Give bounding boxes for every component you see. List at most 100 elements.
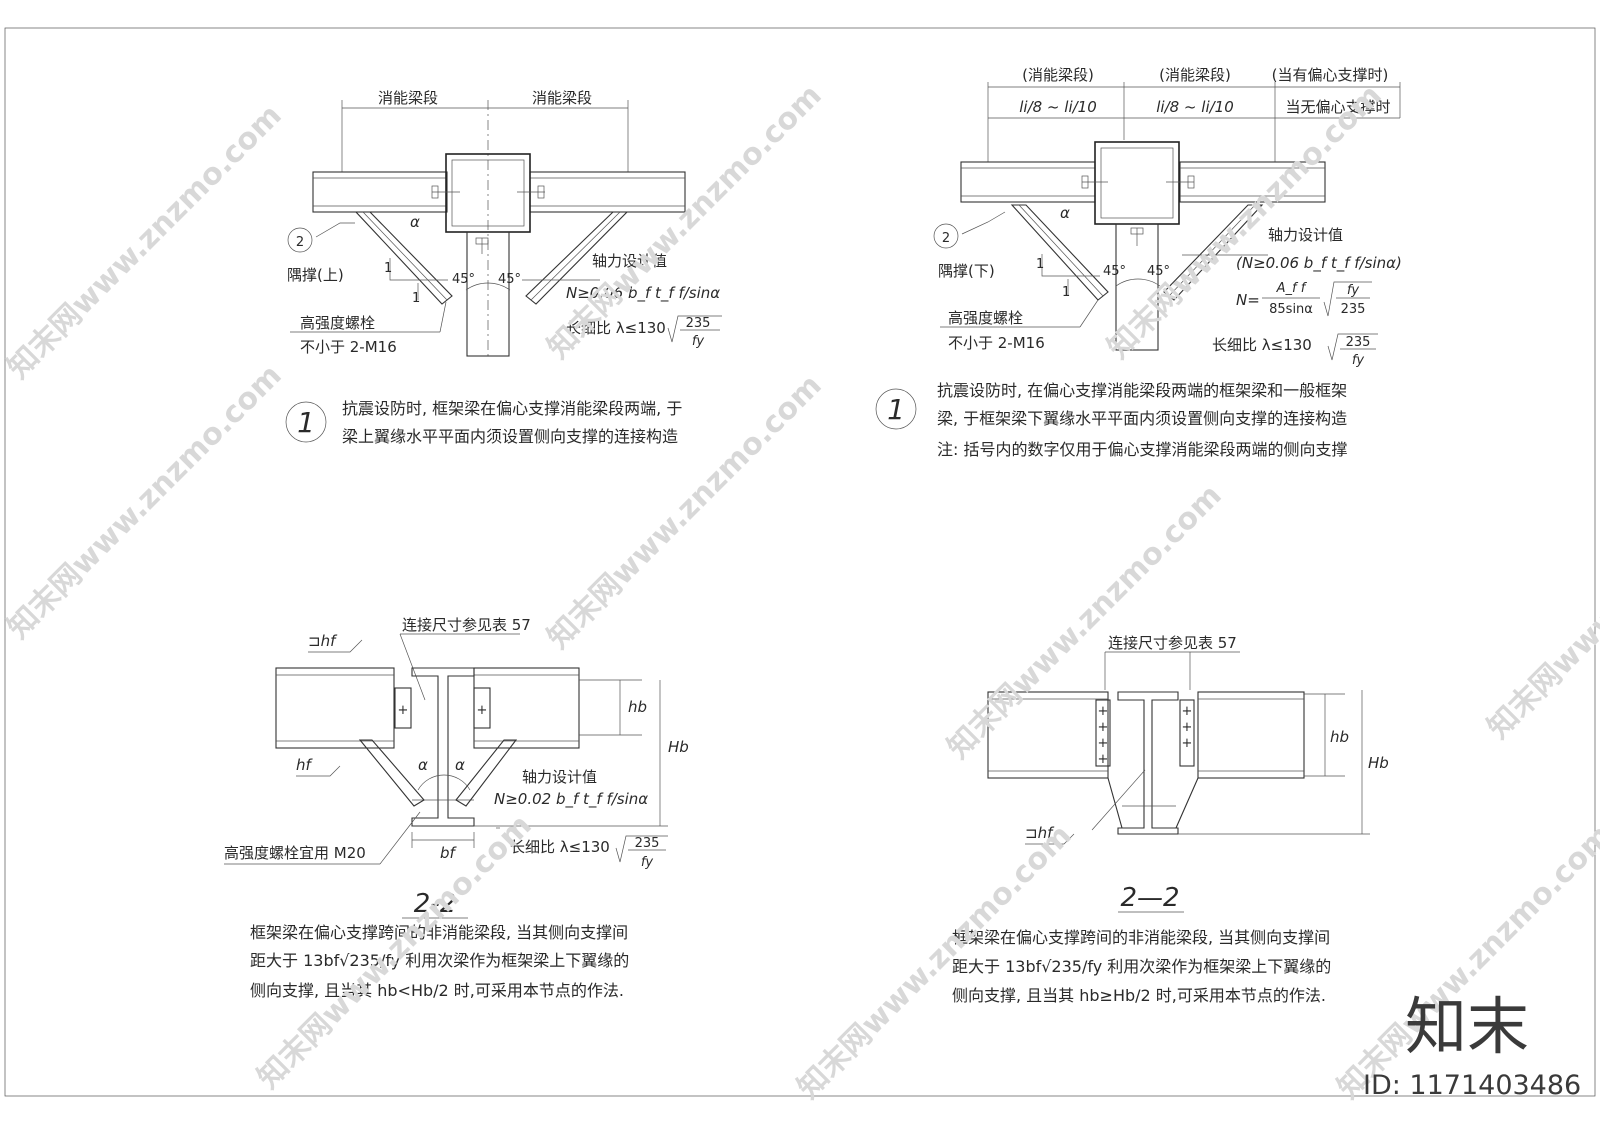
axial-formula: N≥0.02 b_f t_f f/sinα [494, 790, 648, 809]
axial-formula: N≥0.06 b_f t_f f/sinα [566, 284, 720, 303]
Hb-label: Hb [1368, 754, 1389, 772]
section-title: 2-2 [414, 889, 456, 919]
sqrt-den: fy [641, 855, 654, 870]
watermark-text: 知末网www.znzmo.com [1481, 458, 1600, 746]
section-2-2-left: 连接尺寸参见表 57 ⊐hf + + α α hf hb Hb 轴力设计值 [224, 616, 689, 1000]
slope-a: 1 [384, 261, 392, 276]
alpha: α [1060, 204, 1070, 222]
angle-right: 45° [1147, 264, 1170, 279]
dim-right: 当无偏心支撑时 [1285, 98, 1390, 116]
caption-line-1: 抗震设防时, 在偏心支撑消能梁段两端的框架梁和一般框架 [937, 381, 1347, 400]
svg-text:+: + [398, 703, 409, 718]
reference-note: 连接尺寸参见表 57 [1108, 634, 1237, 652]
bolt-label: 高强度螺栓宜用 M20 [224, 844, 366, 862]
caption-note: 注: 括号内的数字仅用于偏心支撑消能梁段两端的侧向支撑 [937, 440, 1347, 459]
axial-title: 轴力设计值 [522, 768, 597, 786]
caption-line-2: 梁, 于框架梁下翼缘水平平面内须设置侧向支撑的连接构造 [937, 409, 1347, 428]
sqrt-num: 235 [686, 316, 711, 331]
detail-marker: 2 [296, 235, 304, 250]
caption-line-2: 距大于 13bf√235/fy 利用次梁作为框架梁上下翼缘的 [250, 951, 629, 970]
dim-mid: li/8 ~ li/10 [1156, 98, 1234, 116]
svg-text:+: + [1098, 704, 1109, 719]
axial-formula-2-pre: N= [1236, 291, 1260, 309]
bolt-label-2: 不小于 2-M16 [948, 334, 1045, 352]
column-web [466, 231, 510, 357]
alpha: α [410, 213, 420, 231]
detail-number: 1 [297, 406, 315, 439]
slope-b: 1 [412, 291, 420, 306]
axial-formula-1: (N≥0.06 b_f t_f f/sinα) [1236, 254, 1402, 273]
axial-sqrt-den: 235 [1341, 302, 1366, 317]
angle-right: 45° [498, 272, 521, 287]
left-beam [275, 667, 395, 749]
slope-b: 1 [1062, 285, 1070, 300]
slenderness: 长细比 λ≤130 [566, 319, 666, 337]
slenderness: 长细比 λ≤130 [510, 838, 610, 856]
svg-text:+: + [477, 703, 488, 718]
dim-left-label: 消能梁段 [378, 89, 438, 107]
alpha-left: α [418, 756, 428, 774]
caption-line-2: 梁上翼缘水平平面内须设置侧向支撑的连接构造 [342, 427, 678, 446]
alpha-right: α [455, 756, 465, 774]
dim-left: li/8 ~ li/10 [1019, 98, 1097, 116]
angle-left: 45° [1103, 264, 1126, 279]
axial-formula-2-num: A_f f [1276, 281, 1308, 296]
svg-text:+: + [1098, 720, 1109, 735]
right-beam [1197, 691, 1305, 779]
svg-text:+: + [1182, 704, 1193, 719]
weld-top: ⊐hf [308, 632, 338, 650]
sqrt-den: fy [1352, 353, 1365, 368]
caption-line-1: 抗震设防时, 框架梁在偏心支撑消能梁段两端, 于 [342, 399, 682, 418]
detail-1-lower-flange-brace: (消能梁段) (消能梁段) (当有偏心支撑时) li/8 ~ li/10 li/… [875, 66, 1402, 459]
reference-note: 连接尺寸参见表 57 [402, 616, 531, 634]
svg-text:+: + [1098, 752, 1109, 767]
axial-sqrt-num: fy [1347, 283, 1360, 298]
brace-label: 隅撑(上) [287, 266, 344, 284]
caption-line-3: 侧向支撑, 且当其 hb≥Hb/2 时,可采用本节点的作法. [952, 986, 1326, 1005]
brace-label: 隅撑(下) [938, 262, 995, 280]
section-2-2-right: 连接尺寸参见表 57 ++++ +++ ⊐hf hb Hb 2—2 框架梁在偏心… [952, 634, 1389, 1005]
main-girder-section [411, 667, 475, 827]
sheet-border [4, 27, 1596, 1097]
slope-a: 1 [1036, 257, 1044, 272]
main-girder-section [1117, 691, 1179, 835]
column-web [1115, 223, 1159, 351]
caption-line-2: 距大于 13bf√235/fy 利用次梁作为框架梁上下翼缘的 [952, 957, 1331, 976]
watermark-text: 知末网www.znzmo.com [1, 358, 289, 646]
bf-label: bf [440, 844, 458, 862]
watermark-text: 知末网www.znzmo.com [1, 98, 289, 386]
axial-title: 轴力设计值 [592, 252, 667, 270]
caption-line-1: 框架梁在偏心支撑跨间的非消能梁段, 当其侧向支撑间 [952, 928, 1330, 947]
top-label-mid: (消能梁段) [1159, 66, 1231, 84]
svg-text:+: + [1182, 736, 1193, 751]
sqrt-num: 235 [635, 836, 660, 851]
caption-line-3: 侧向支撑, 且当其 hb<Hb/2 时,可采用本节点的作法. [250, 981, 624, 1000]
brand-logo: 知末 [1405, 990, 1529, 1063]
watermark-text: 知末网www.znzmo.com [1101, 78, 1389, 366]
detail-number: 1 [887, 393, 905, 426]
axial-title: 轴力设计值 [1268, 226, 1343, 244]
bolt-label-1: 高强度螺栓 [300, 314, 375, 332]
detail-1-upper-flange-brace: 消能梁段 消能梁段 2 隅撑(上) 1 1 [285, 89, 722, 446]
section-title: 2—2 [1120, 883, 1179, 913]
watermarks: 知末网www.znzmo.com 知末网www.znzmo.com 知末网www… [1, 78, 1600, 1106]
hb-label: hb [1330, 728, 1349, 746]
hb-label: hb [628, 698, 647, 716]
sqrt-den: fy [692, 334, 705, 349]
weld-label: ⊐hf [1025, 824, 1055, 842]
dim-right-label: 消能梁段 [532, 89, 592, 107]
svg-text:+: + [1098, 736, 1109, 751]
slenderness: 长细比 λ≤130 [1212, 336, 1312, 354]
image-id: ID: 1171403486 [1363, 1070, 1581, 1101]
bolt-label-1: 高强度螺栓 [948, 309, 1023, 327]
angle-left: 45° [452, 272, 475, 287]
top-label-left: (消能梁段) [1022, 66, 1094, 84]
weld-mid: hf [296, 756, 314, 774]
bolt-label-2: 不小于 2-M16 [300, 338, 397, 356]
sqrt-num: 235 [1346, 335, 1371, 350]
caption-line-1: 框架梁在偏心支撑跨间的非消能梁段, 当其侧向支撑间 [250, 923, 628, 942]
detail-marker: 2 [942, 231, 950, 246]
left-beam [987, 691, 1109, 779]
column [1094, 141, 1180, 225]
